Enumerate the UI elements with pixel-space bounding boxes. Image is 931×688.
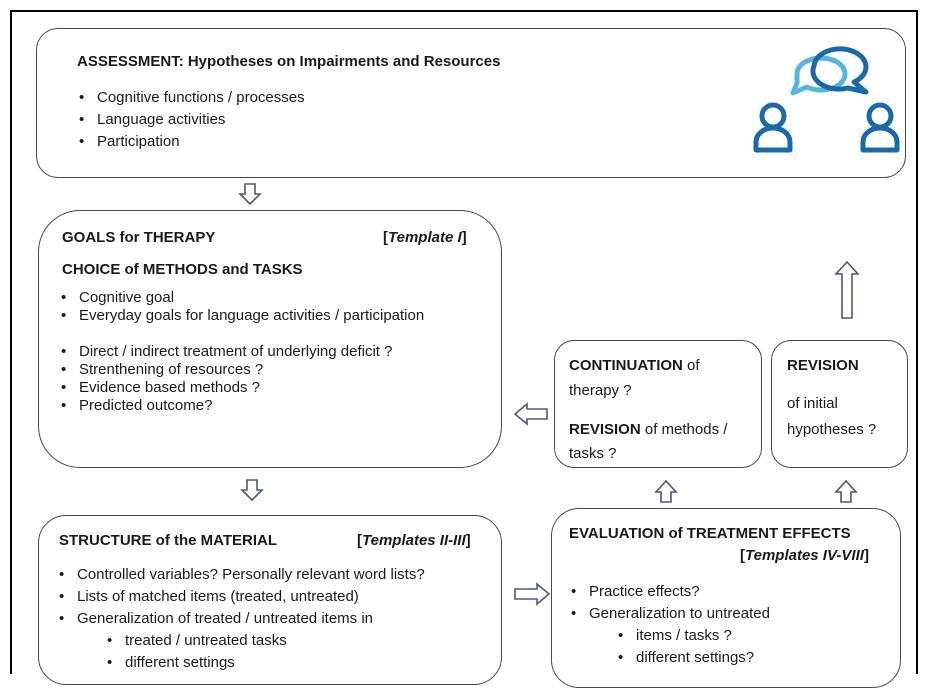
goals-subtitle: CHOICE of METHODS and TASKS xyxy=(62,261,303,278)
revision-line1: of initial xyxy=(787,395,838,412)
conversation-people-icon xyxy=(753,46,900,153)
continuation-line1: CONTINUATION of xyxy=(569,357,700,374)
structure-template: Templates II-III xyxy=(362,532,466,549)
list-item: treated / untreated tasks xyxy=(105,630,287,652)
list-item: Predicted outcome? xyxy=(59,397,392,415)
list-item: Direct / indirect treatment of underlyin… xyxy=(59,343,392,361)
list-item: Generalization to untreated xyxy=(569,603,770,625)
list-item: Language activities xyxy=(77,109,305,131)
goals-list-b: Direct / indirect treatment of underlyin… xyxy=(59,343,392,415)
revision-line2: hypotheses ? xyxy=(787,421,877,438)
list-item: items / tasks ? xyxy=(616,625,754,647)
assessment-list: Cognitive functions / processes Language… xyxy=(77,87,305,153)
assessment-title: ASSESSMENT: Hypotheses on Impairments an… xyxy=(77,53,501,70)
revision-title: REVISION xyxy=(787,357,859,374)
list-item: different settings? xyxy=(616,647,754,669)
list-item: Cognitive goal xyxy=(59,289,424,307)
goals-template-ref: [Template I] xyxy=(383,229,467,246)
structure-list: Controlled variables? Personally relevan… xyxy=(57,564,425,630)
revision-box: REVISION of initial hypotheses ? xyxy=(771,340,908,468)
goals-box: GOALS for THERAPY [Template I] CHOICE of… xyxy=(38,210,502,468)
arrow-left-icon xyxy=(513,402,548,426)
arrow-down-icon xyxy=(238,183,262,206)
evaluation-template: Templates IV-VIII xyxy=(745,547,864,564)
list-item: Strenthening of resources ? xyxy=(59,361,392,379)
arrow-down-icon xyxy=(240,479,264,502)
evaluation-title: EVALUATION of TREATMENT EFFECTS xyxy=(569,525,851,542)
list-item: different settings xyxy=(105,652,287,674)
evaluation-list: Practice effects? Generalization to untr… xyxy=(569,581,770,625)
list-item: Controlled variables? Personally relevan… xyxy=(57,564,425,586)
structure-template-ref: [Templates II-III] xyxy=(357,532,471,549)
structure-title: STRUCTURE of the MATERIAL xyxy=(59,532,278,549)
continuation-title2-rest: of methods / xyxy=(640,421,728,438)
goals-title: GOALS for THERAPY xyxy=(62,229,216,246)
structure-sublist: treated / untreated tasks different sett… xyxy=(105,630,287,674)
evaluation-template-ref: [Templates IV-VIII] xyxy=(740,547,869,564)
figure-frame xyxy=(10,10,918,674)
list-item: Lists of matched items (treated, untreat… xyxy=(57,586,425,608)
list-item: Everyday goals for language activities /… xyxy=(59,307,424,325)
evaluation-box: EVALUATION of TREATMENT EFFECTS [Templat… xyxy=(551,508,901,688)
arrow-up-icon xyxy=(834,479,858,503)
continuation-line2: therapy ? xyxy=(569,382,632,399)
arrow-up-long-icon xyxy=(834,260,860,319)
list-item: Participation xyxy=(77,131,305,153)
structure-box: STRUCTURE of the MATERIAL [Templates II-… xyxy=(38,515,502,685)
continuation-line3: REVISION of methods / xyxy=(569,421,727,438)
continuation-title2: REVISION xyxy=(569,421,641,438)
list-item: Practice effects? xyxy=(569,581,770,603)
list-item: Generalization of treated / untreated it… xyxy=(57,608,425,630)
list-item: Evidence based methods ? xyxy=(59,379,392,397)
list-item: Cognitive functions / processes xyxy=(77,87,305,109)
arrow-up-icon xyxy=(654,479,678,503)
goals-list-a: Cognitive goal Everyday goals for langua… xyxy=(59,289,424,325)
continuation-title-rest: of xyxy=(682,357,700,374)
continuation-title: CONTINUATION xyxy=(569,357,683,374)
arrow-right-icon xyxy=(514,582,551,606)
continuation-box: CONTINUATION of therapy ? REVISION of me… xyxy=(554,340,762,468)
evaluation-sublist: items / tasks ? different settings? xyxy=(616,625,754,669)
assessment-box: ASSESSMENT: Hypotheses on Impairments an… xyxy=(36,28,906,178)
continuation-line4: tasks ? xyxy=(569,445,617,462)
goals-template: Template I xyxy=(388,229,462,246)
